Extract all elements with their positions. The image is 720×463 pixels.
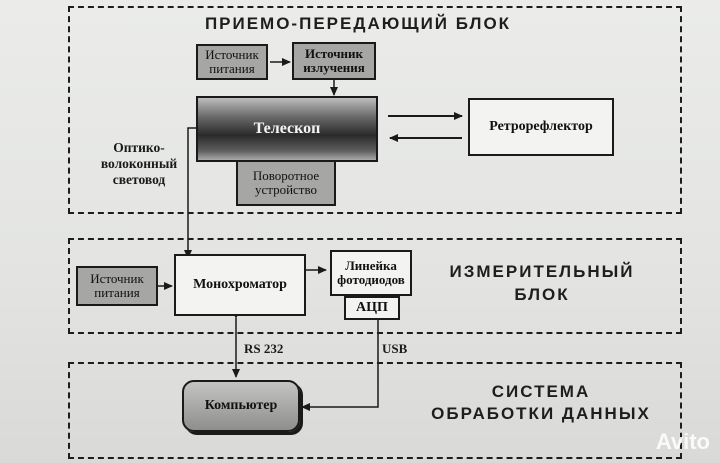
adc-label: АЦП (356, 299, 388, 315)
telescope-label: Телескоп (253, 119, 321, 137)
transceiver-block (68, 6, 682, 214)
adc: АЦП (344, 296, 400, 320)
telescope: Телескоп (196, 96, 378, 162)
photodiode-array: Линейка фотодиодов (330, 250, 412, 296)
computer-label: Компьютер (204, 397, 278, 413)
power-source-top-line2: питания (209, 61, 255, 76)
rotary-device-line2: устройство (254, 182, 318, 197)
processing-block-title-line2: ОБРАБОТКИ ДАННЫХ (431, 404, 651, 423)
emission-source-line1: Источник (304, 46, 364, 62)
rotary-device: Поворотное устройство (236, 160, 336, 206)
monochromator: Монохроматор (174, 254, 306, 316)
avito-watermark: Avito (655, 429, 710, 454)
emission-source: Источник излучения (292, 42, 376, 80)
computer: Компьютер (182, 380, 300, 432)
optical-fiber-line2: волоконный (100, 156, 178, 172)
measuring-block-title-line1: ИЗМЕРИТЕЛЬНЫЙ (449, 262, 635, 281)
measuring-block-title-line2: БЛОК (514, 285, 570, 304)
power-source-bottom: Источник питания (76, 266, 158, 306)
emission-source-line2: излучения (303, 60, 365, 75)
processing-block-title-line1: СИСТЕМА (491, 382, 591, 401)
photodiode-array-line2: фотодиодов (337, 272, 405, 287)
rs232-label: RS 232 (244, 341, 284, 356)
power-source-top-line1: Источник (205, 47, 259, 63)
transceiver-block-title: ПРИЕМО-ПЕРЕДАЮЩИЙ БЛОК (204, 14, 512, 33)
rotary-device-line1: Поворотное (252, 168, 320, 184)
retroreflector: Ретрорефлектор (468, 98, 614, 156)
usb-link-line (301, 312, 382, 411)
power-source-top: Источник питания (196, 44, 268, 80)
monochromator-label: Монохроматор (193, 276, 287, 292)
optical-fiber-line1: Оптико- (113, 140, 165, 155)
usb-label: USB (382, 341, 408, 356)
optical-fiber-line3: световод (112, 172, 166, 188)
power-source-bottom-line1: Источник (90, 271, 144, 287)
power-source-bottom-line2: питания (94, 285, 140, 300)
optical-fiber-line (184, 127, 198, 259)
retroreflector-label: Ретрорефлектор (489, 118, 593, 134)
optical-fiber-label: Оптико- волоконный световод (92, 140, 186, 189)
photodiode-array-line1: Линейка (345, 258, 397, 274)
